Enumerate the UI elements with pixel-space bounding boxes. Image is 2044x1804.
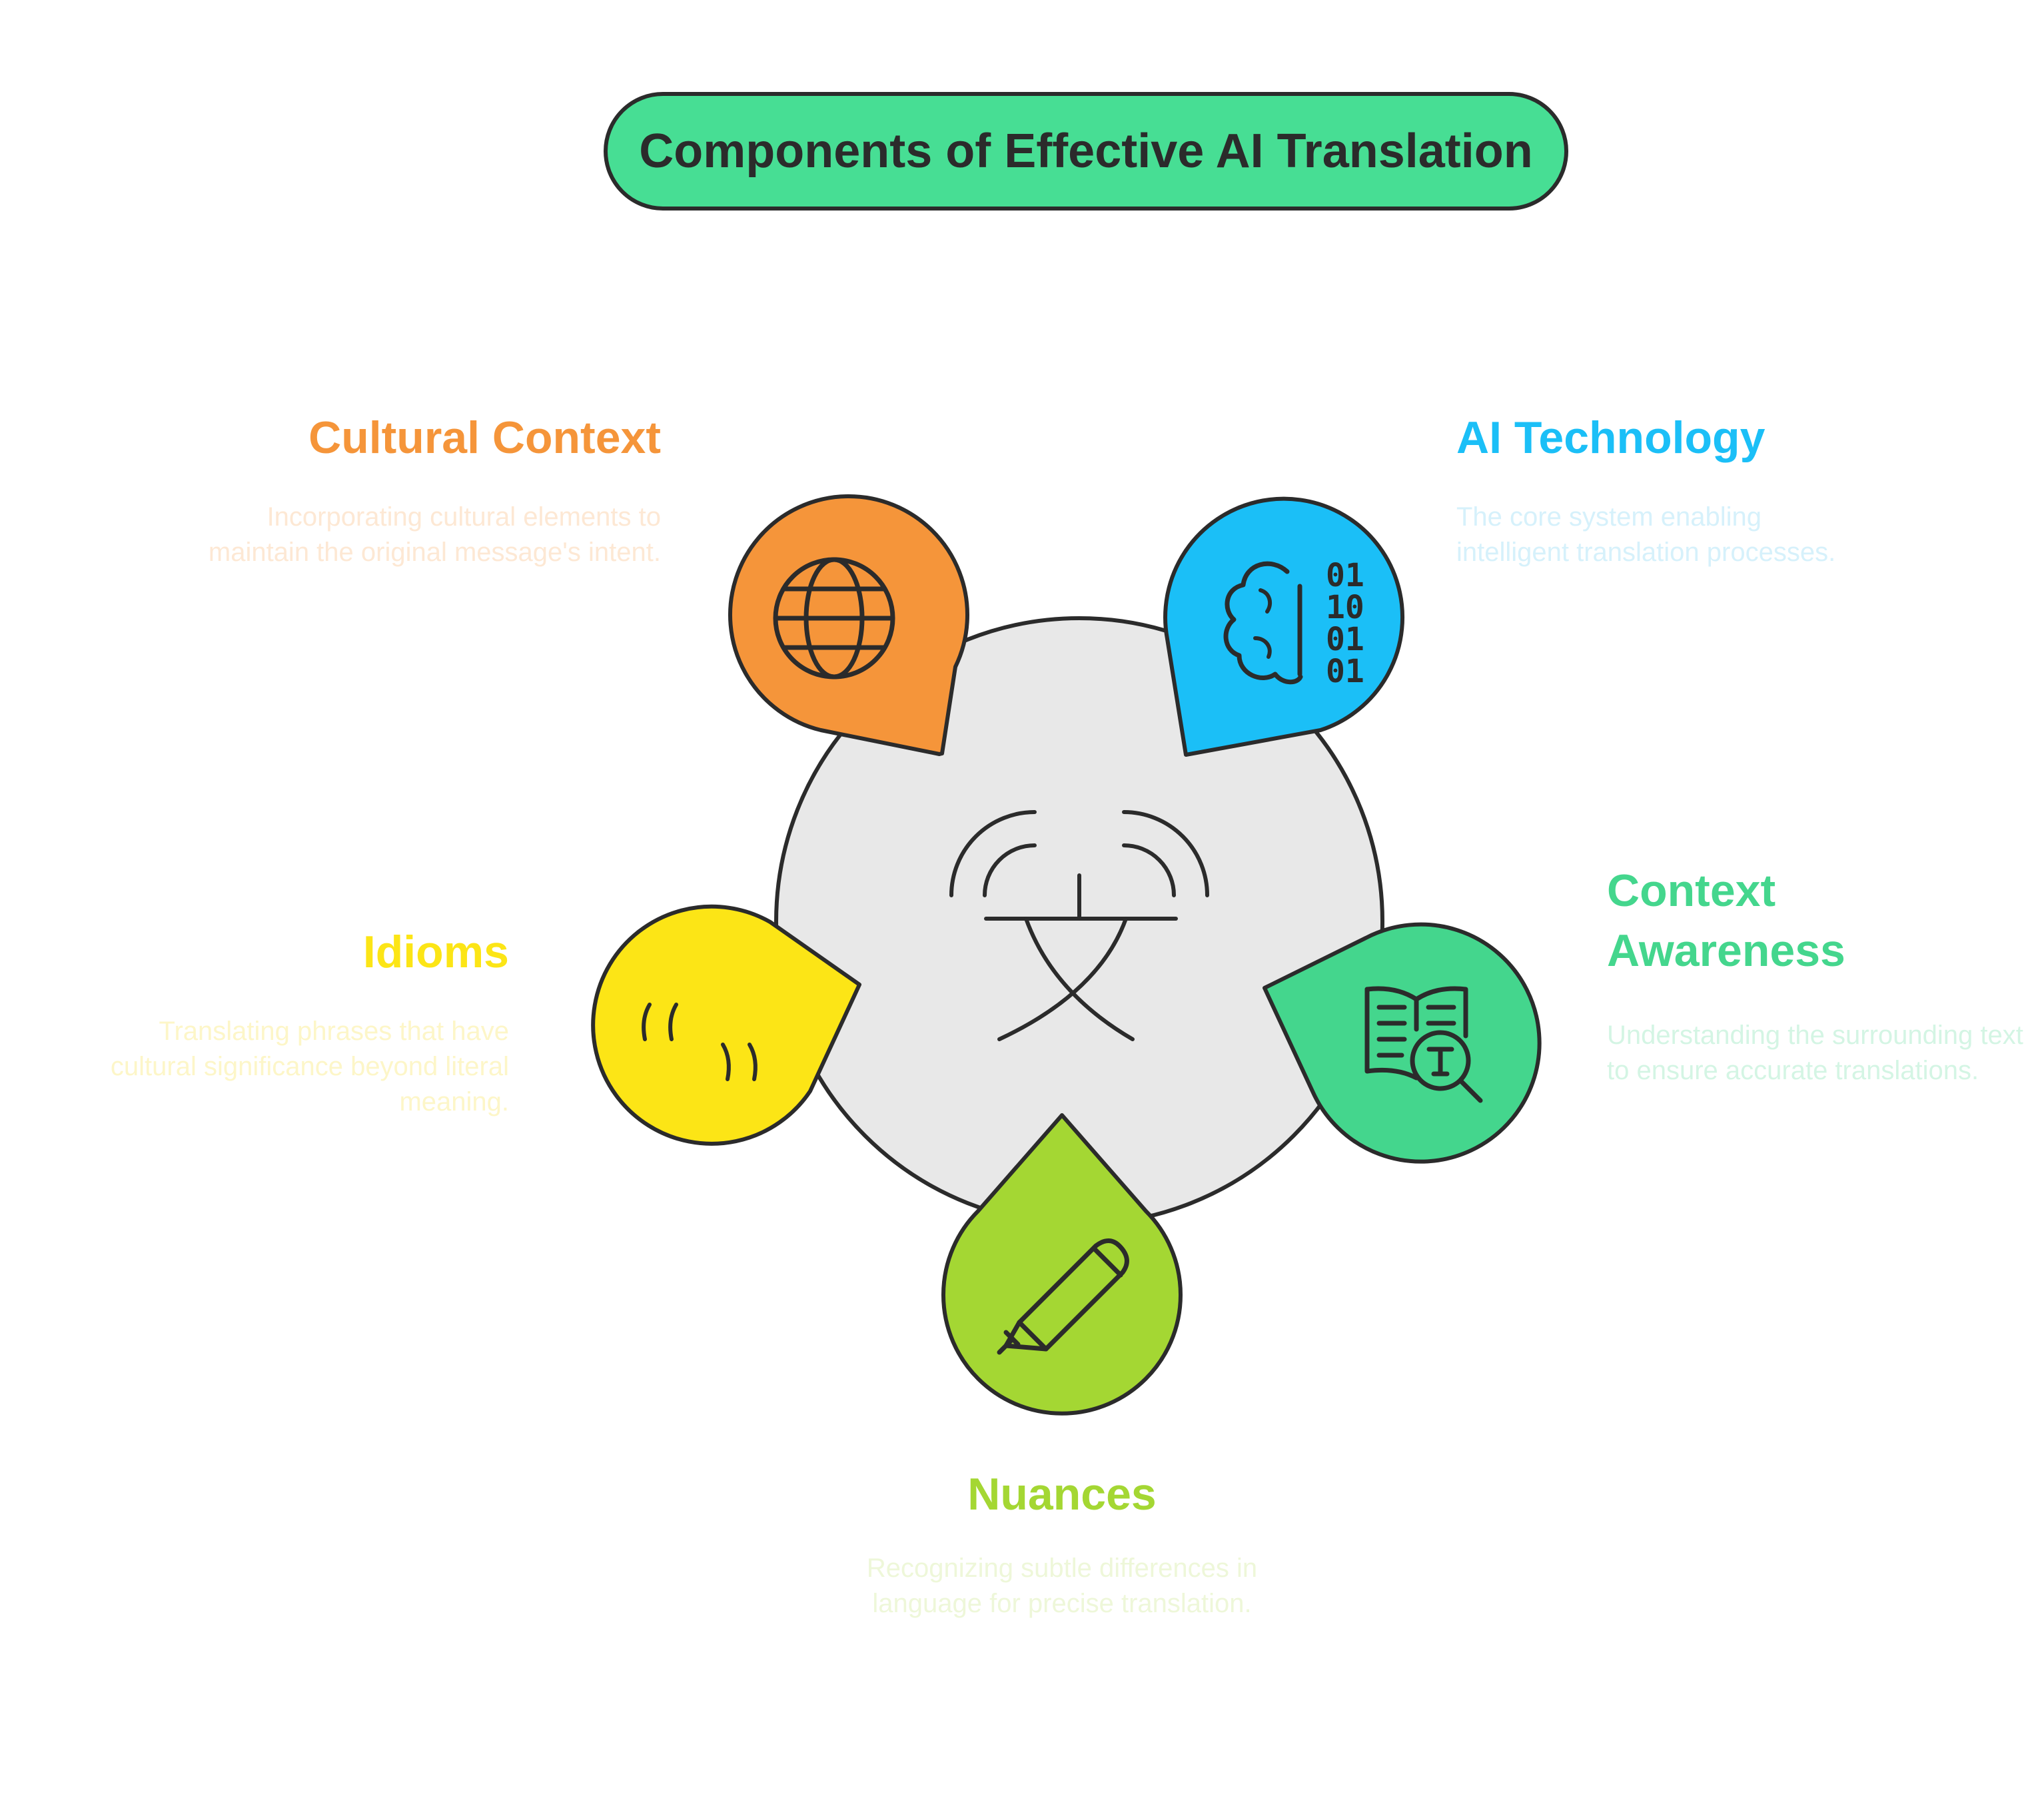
ai-pin (1163, 496, 1405, 757)
brain-binary-icon: 01 10 01 01 (1223, 557, 1364, 690)
nuances-pin (941, 1113, 1183, 1416)
context-pin (1263, 922, 1542, 1164)
cultural-context-description: Incorporating cultural elements to maint… (208, 502, 661, 567)
svg-text:01: 01 (1326, 557, 1364, 594)
cultural-pin (728, 494, 969, 756)
context-awareness-description: Understanding the surrounding text to en… (1607, 1021, 2023, 1085)
nuances-description: Recognizing subtle differences in langua… (866, 1554, 1258, 1618)
cultural-context-heading: Cultural Context (308, 412, 661, 463)
svg-text:01: 01 (1326, 621, 1364, 658)
ai-technology-label: AI Technology The core system enabling i… (1456, 408, 1856, 570)
translation-bridge-icon (949, 810, 1209, 1041)
svg-text:10: 10 (1326, 589, 1364, 626)
svg-text:01: 01 (1326, 653, 1364, 690)
idioms-heading: Idioms (362, 927, 509, 977)
title-banner: Components of Effective AI Translation (604, 92, 1568, 211)
nuances-heading: Nuances (967, 1469, 1157, 1520)
idioms-description: Translating phrases that have cultural s… (110, 1017, 509, 1117)
book-search-icon (1364, 986, 1483, 1103)
idioms-label: Idioms Translating phrases that have cul… (83, 922, 509, 1120)
globe-icon (773, 557, 895, 679)
context-awareness-label: Context Awareness Understanding the surr… (1607, 861, 2033, 1089)
idioms-pin (591, 904, 861, 1146)
cultural-context-label: Cultural Context Incorporating cultural … (195, 408, 661, 570)
nuances-label: Nuances Recognizing subtle differences i… (795, 1464, 1328, 1621)
page-title: Components of Effective AI Translation (639, 125, 1533, 178)
pen-icon (997, 1238, 1129, 1355)
ai-technology-description: The core system enabling intelligent tra… (1456, 502, 1836, 567)
context-awareness-heading: Context Awareness (1607, 865, 1845, 976)
quote-marks-icon (642, 1003, 758, 1081)
ai-technology-heading: AI Technology (1456, 412, 1766, 463)
